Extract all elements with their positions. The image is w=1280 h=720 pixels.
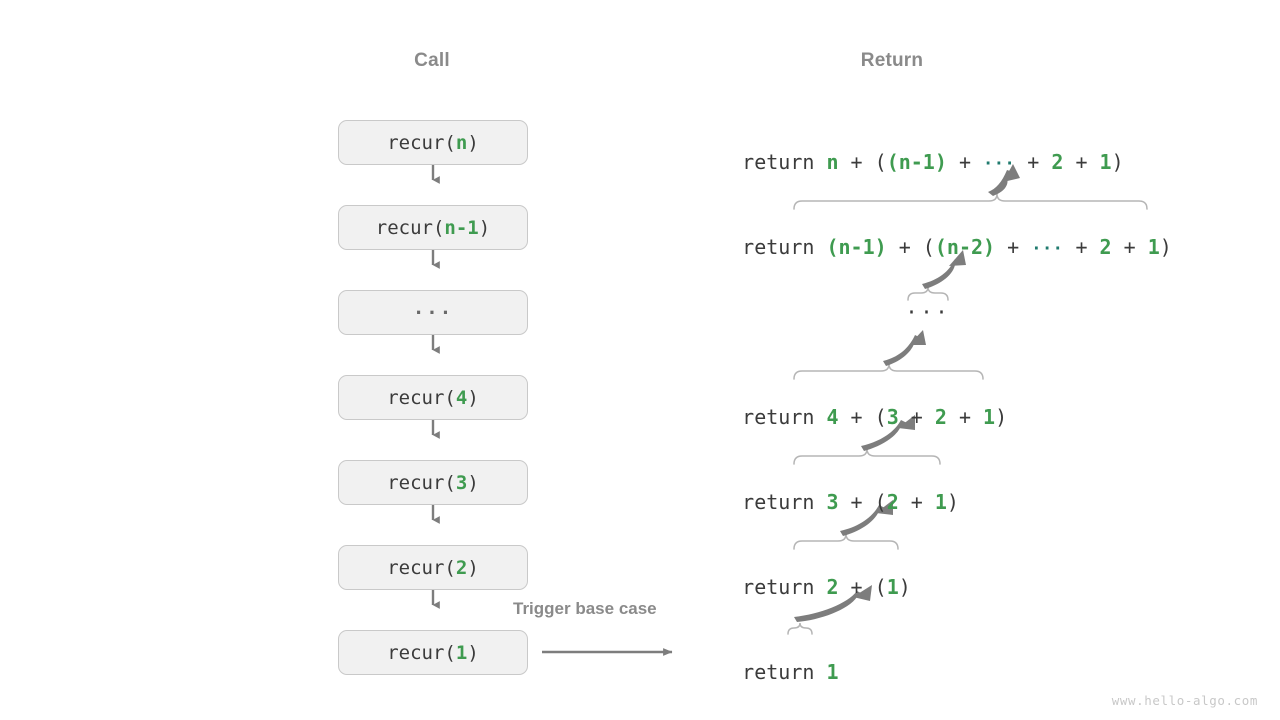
- column-header-return: Return: [860, 50, 924, 71]
- return-keyword: return: [742, 575, 827, 599]
- brace-mid-dots: [907, 286, 949, 301]
- brace-4: [793, 363, 984, 380]
- trigger-base-case-label: Trigger base case: [513, 599, 657, 618]
- return-line-n: return n + ((n-1) + ··· + 2 + 1): [742, 150, 1124, 174]
- return-line-2: return 2 + (1): [742, 575, 911, 599]
- call-box-4[interactable]: recur(4): [338, 375, 528, 420]
- brace-2: [793, 533, 899, 550]
- brace-3: [793, 448, 941, 465]
- return-line-1: return 1: [742, 660, 839, 684]
- return-keyword: return: [742, 235, 827, 259]
- call-box-text: recur(3): [387, 471, 479, 494]
- return-line-4: return 4 + (3 + 2 + 1): [742, 405, 1008, 429]
- brace-n-1: [793, 193, 1148, 210]
- call-box-text: recur(1): [387, 641, 479, 664]
- call-box-n[interactable]: recur(n): [338, 120, 528, 165]
- call-box-text: recur(n-1): [375, 216, 491, 239]
- return-line-3: return 3 + (2 + 1): [742, 490, 959, 514]
- brace-1: [787, 622, 813, 635]
- return-arrow-4-head: [909, 330, 926, 345]
- call-box-text: recur(2): [387, 556, 479, 579]
- call-box-1[interactable]: recur(1): [338, 630, 528, 675]
- return-keyword: return: [742, 660, 827, 684]
- return-keyword: return: [742, 405, 827, 429]
- return-mid-ellipsis: ···: [905, 300, 951, 324]
- watermark: www.hello-algo.com: [1111, 693, 1258, 708]
- column-header-call: Call: [414, 50, 450, 71]
- call-box-dots[interactable]: ···: [338, 290, 528, 335]
- return-line-n-1: return (n-1) + ((n-2) + ··· + 2 + 1): [742, 235, 1172, 259]
- call-box-text: recur(4): [387, 386, 479, 409]
- call-box-n-1[interactable]: recur(n-1): [338, 205, 528, 250]
- return-arrow-4: [883, 335, 921, 366]
- return-keyword: return: [742, 150, 827, 174]
- ellipsis-label: ···: [412, 301, 454, 324]
- call-box-2[interactable]: recur(2): [338, 545, 528, 590]
- call-box-text: recur(n): [387, 131, 479, 154]
- return-keyword: return: [742, 490, 827, 514]
- call-box-3[interactable]: recur(3): [338, 460, 528, 505]
